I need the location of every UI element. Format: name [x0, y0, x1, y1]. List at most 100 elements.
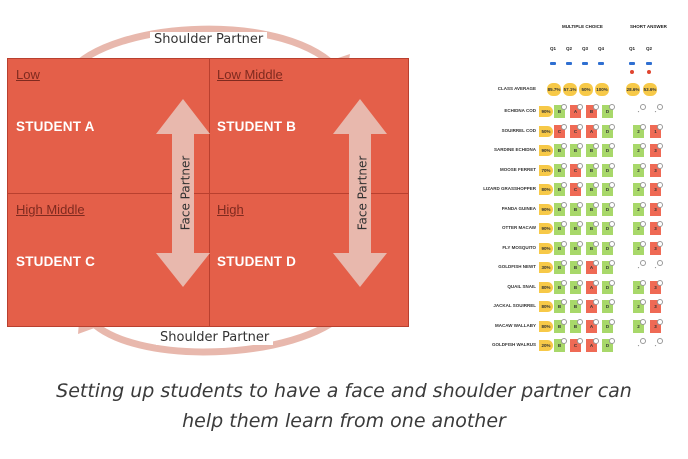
answer-cell[interactable]: 3 — [650, 221, 663, 235]
answer-cell[interactable]: B — [570, 299, 583, 313]
question-view-icon[interactable] — [566, 62, 572, 65]
answer-cell[interactable]: A — [570, 104, 583, 118]
answer-cell[interactable]: B — [570, 240, 583, 255]
answer-cell[interactable]: D — [602, 318, 615, 333]
answer-cell[interactable]: D — [602, 240, 615, 255]
answer-cell[interactable]: 3 — [650, 162, 663, 177]
answer-cell[interactable]: 2 — [633, 240, 646, 255]
answer-cell[interactable]: B — [586, 162, 599, 177]
answer-cell[interactable]: A — [586, 318, 599, 333]
answer-cell[interactable]: B — [554, 104, 567, 118]
answer-cell[interactable]: B — [570, 221, 583, 235]
answer-cell[interactable]: 3 — [650, 318, 663, 333]
answer-cell[interactable]: B — [586, 201, 599, 216]
answer-cell[interactable]: - — [633, 260, 646, 274]
answer-cell[interactable]: C — [570, 162, 583, 177]
answer-cell[interactable]: 3 — [650, 182, 663, 196]
answer-cell[interactable]: D — [602, 123, 615, 138]
answer-cell[interactable]: D — [602, 279, 615, 294]
answer-cell[interactable]: B — [586, 240, 599, 255]
answer-cell[interactable]: A — [586, 123, 599, 138]
answer-cell[interactable]: 2 — [633, 162, 646, 177]
answer-cell[interactable]: A — [586, 279, 599, 294]
question-view-icon[interactable] — [646, 62, 652, 65]
answer-cell[interactable]: 3 — [650, 240, 663, 255]
answer-cell[interactable]: C — [570, 338, 583, 352]
answer-cell[interactable]: A — [586, 299, 599, 313]
answer-cell[interactable]: 2 — [633, 201, 646, 216]
answer-cell[interactable]: B — [570, 201, 583, 216]
answer-indicator-icon — [640, 201, 646, 208]
answer-cell[interactable]: D — [602, 143, 615, 157]
answer-cell[interactable]: B — [554, 201, 567, 216]
answer-cell[interactable]: B — [554, 338, 567, 352]
answer-cell[interactable]: B — [570, 143, 583, 157]
answer-cell[interactable]: B — [554, 260, 567, 274]
answer-indicator-icon — [657, 279, 663, 286]
answer-cell[interactable]: D — [602, 299, 615, 313]
answer-cell[interactable]: 2 — [633, 143, 646, 157]
answer-cell[interactable]: D — [602, 162, 615, 177]
answer-cell[interactable]: B — [586, 104, 599, 118]
question-view-icon[interactable] — [598, 62, 604, 65]
answer-cell[interactable]: 3 — [650, 143, 663, 157]
answer-cell[interactable]: B — [586, 182, 599, 196]
answer-cell[interactable]: 3 — [650, 201, 663, 216]
answer-cell[interactable]: B — [554, 240, 567, 255]
answer-cell[interactable]: B — [554, 162, 567, 177]
answer-cell[interactable]: C — [570, 123, 583, 138]
answer-cell[interactable]: D — [602, 221, 615, 235]
question-view-icon[interactable] — [629, 62, 635, 65]
answer-cell[interactable]: C — [554, 123, 567, 138]
answer-cell[interactable]: - — [633, 104, 646, 118]
answer-cell[interactable]: 1 — [650, 123, 663, 138]
answer-cell[interactable]: D — [602, 201, 615, 216]
answer-cell[interactable]: B — [570, 279, 583, 294]
answer-cell[interactable]: B — [554, 279, 567, 294]
answer-cell[interactable]: D — [602, 260, 615, 274]
answer-cell[interactable]: - — [633, 338, 646, 352]
answer-cell[interactable]: D — [602, 182, 615, 196]
question-view-icon[interactable] — [550, 62, 556, 65]
answer-cell[interactable]: 2 — [633, 318, 646, 333]
answer-cell[interactable]: B — [570, 318, 583, 333]
answer-cell[interactable]: - — [650, 104, 663, 118]
answer-cell[interactable]: B — [570, 260, 583, 274]
answer-cell[interactable]: - — [650, 338, 663, 352]
answer-cell[interactable]: - — [650, 260, 663, 274]
answer-cell[interactable]: B — [586, 143, 599, 157]
answer-cell[interactable]: 2 — [633, 299, 646, 313]
answer-cell[interactable]: 2 — [633, 279, 646, 294]
answer-cell[interactable]: D — [602, 338, 615, 352]
answer-cell[interactable]: B — [554, 299, 567, 313]
answer-cell[interactable]: C — [570, 182, 583, 196]
answer-cell[interactable]: 2 — [633, 221, 646, 235]
answer-cell[interactable]: 2 — [633, 182, 646, 196]
answer-cell[interactable]: B — [554, 318, 567, 333]
answer-cell[interactable]: A — [586, 338, 599, 352]
question-view-icon[interactable] — [582, 62, 588, 65]
answer-cell[interactable]: A — [586, 260, 599, 274]
answer-cell[interactable]: 3 — [650, 279, 663, 294]
answer-cell[interactable]: B — [554, 143, 567, 157]
answer-cell[interactable]: B — [554, 182, 567, 196]
answer-cell[interactable]: 3 — [650, 299, 663, 313]
answer-cell[interactable]: B — [586, 221, 599, 235]
answer-indicator-icon — [561, 299, 567, 305]
answer-cell[interactable]: B — [554, 221, 567, 235]
answer-cell[interactable]: D — [602, 104, 615, 118]
answer-cell[interactable]: 2 — [633, 123, 646, 138]
